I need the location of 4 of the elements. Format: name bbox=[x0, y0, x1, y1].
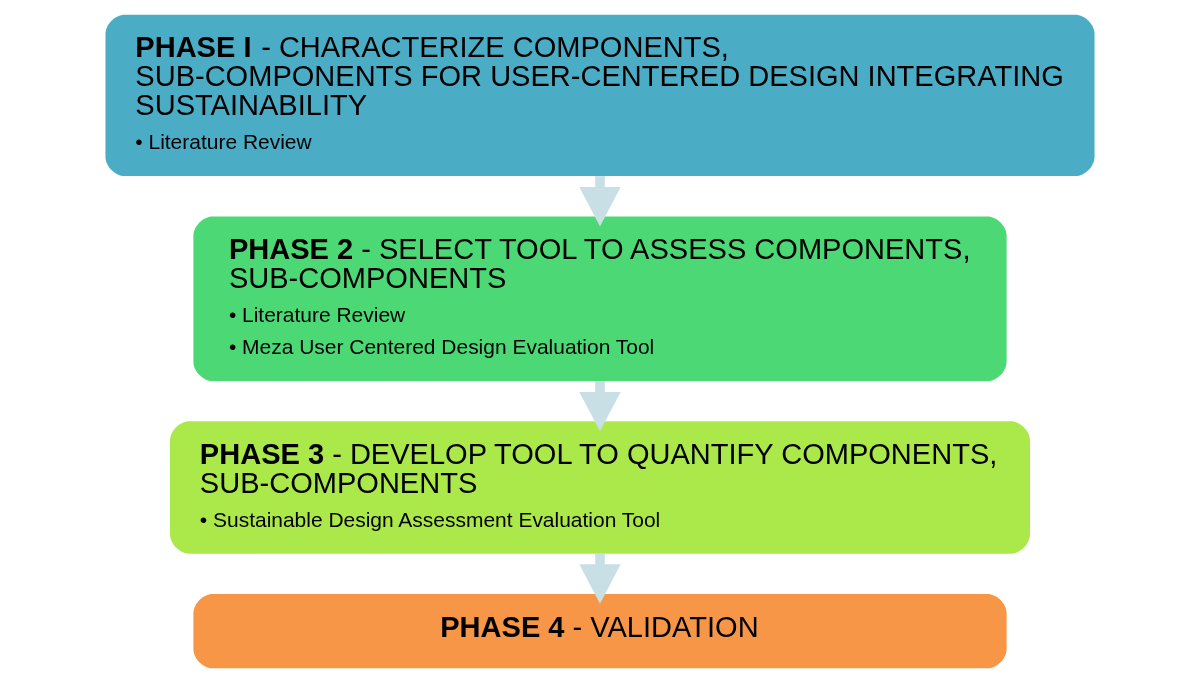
node-box: PHASE 2 - SELECT TOOL TO ASSESS COMPONENTS, SUB-COMPONENTS • Literature Review • Meza User Centered Design Evaluation Tool bbox=[193, 216, 1007, 382]
node-box: PHASE I - CHARACTERIZE COMPONENTS, SUB-COMPONENTS FOR USER-CENTERED DESIGN INTEGRATING SUSTAINABILITY • Literature Review bbox=[105, 14, 1095, 177]
node-box: PHASE 3 - DEVELOP TOOL TO QUANTIFY COMPONENTS, SUB-COMPONENTS • Sustainable Design Assessment Evaluation Tool bbox=[170, 421, 1030, 554]
node-box: PHASE 4 - VALIDATION bbox=[193, 594, 1007, 669]
